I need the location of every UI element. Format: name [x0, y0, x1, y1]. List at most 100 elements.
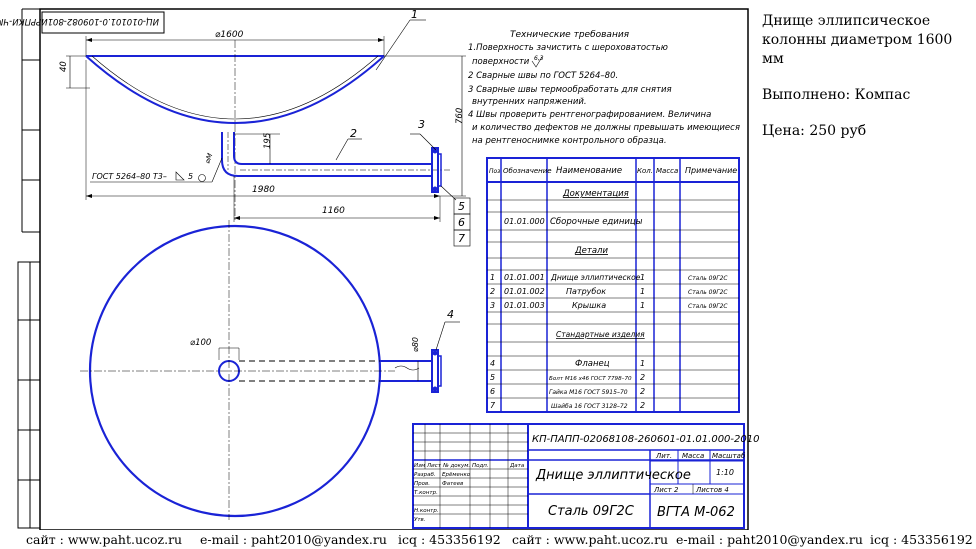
std-row-4: 4 Фланец 1	[490, 359, 645, 369]
spec-header-name: Наименование	[556, 166, 622, 176]
tech-line-6: 4 Швы проверить рентгенографированием. В…	[468, 110, 711, 120]
leaders-front: 1 2 3 5 6 7	[335, 8, 471, 247]
part-note: Сталь 09Г2С	[688, 303, 728, 310]
part-code: 01.01.001	[504, 273, 545, 282]
sheets-label: Листов 4	[695, 486, 729, 494]
tech-line-2: поверхности	[472, 57, 530, 67]
name-check: Фатеев	[442, 481, 463, 487]
leader-2: 2	[350, 127, 357, 140]
leader-3: 3	[418, 118, 425, 131]
leader-5: 5	[458, 200, 465, 213]
material: Сталь 09Г2С	[548, 504, 635, 519]
part-qty: 1	[640, 273, 645, 282]
std-pos: 5	[490, 373, 495, 382]
tech-line-3: 2 Сварные швы по ГОСТ 5264–80.	[468, 71, 618, 81]
weld-symbol: ⌀М	[203, 152, 214, 164]
dim-1980: 1980	[252, 185, 275, 195]
nozzle-front-view	[221, 132, 450, 193]
tech-title: Технические требования	[510, 30, 630, 40]
std-name: Гайка М16 ГОСТ 5915–70	[549, 389, 628, 396]
section-std: Стандартные изделия	[556, 330, 645, 339]
part-pos: 3	[490, 301, 495, 310]
col-list: Лист	[426, 463, 442, 469]
tech-line-8: на рентгеноснимке контрольного образца.	[472, 136, 667, 146]
std-row-5: 5 Болт М16 х46 ГОСТ 7798–70 2	[490, 373, 645, 382]
dim-d80: ⌀80	[411, 337, 420, 352]
std-qty: 1	[640, 359, 645, 368]
footer-email-1[interactable]: e-mail : paht2010@yandex.ru	[200, 532, 387, 547]
part-note: Сталь 09Г2С	[688, 289, 728, 296]
part-row-3: 3 01.01.003 Крышка 1 Сталь 09Г2С	[490, 301, 728, 310]
name-dev: Ерёменко	[442, 472, 471, 478]
footer-site-2[interactable]: сайт : www.paht.ucoz.ru	[512, 532, 669, 547]
std-qty: 2	[640, 387, 645, 396]
col-doc: № докум.	[442, 463, 470, 469]
section-docs: Документация	[562, 189, 629, 199]
dim-d100: ⌀100	[190, 338, 211, 348]
flange-top	[431, 349, 439, 393]
scale-value: 1:10	[716, 468, 734, 477]
leader-7: 7	[458, 232, 465, 245]
col-date: Дата	[509, 463, 525, 469]
side-panel: Днище эллипсическое колонны диаметром 16…	[762, 12, 972, 158]
dim-195: 195	[263, 133, 273, 149]
dim-40: 40	[59, 61, 69, 72]
col-sign: Подп.	[472, 463, 489, 469]
part-qty: 1	[640, 301, 645, 310]
part-code: 01.01.002	[504, 287, 545, 296]
spec-header-note: Примечание	[685, 166, 737, 175]
lit-label: Лит.	[655, 452, 672, 460]
dim-1600: ⌀1600	[215, 30, 244, 40]
part-name: Крышка	[572, 301, 606, 310]
std-name: Фланец	[575, 359, 610, 369]
std-pos: 6	[490, 387, 495, 396]
roughness-value: 6,3	[534, 55, 544, 62]
weld-note: ГОСТ 5264–80 Т3–	[92, 172, 167, 181]
leader-6: 6	[458, 216, 465, 229]
rotated-code: ИЦ-010101.0-109082-801ИРРПКИ-ЧМ	[0, 16, 159, 26]
part-name: Днище эллиптическое	[550, 273, 641, 282]
part-name: Патрубок	[566, 287, 606, 296]
rotated-code-box	[41, 11, 165, 34]
part-row-2: 2 01.01.002 Патрубок 1 Сталь 09Г2С	[490, 287, 728, 296]
specification-table: Поз Обозначение Наименование Кол. Масса …	[486, 157, 740, 413]
role-approve: Утв.	[414, 517, 426, 523]
part-row-1: 1 01.01.001 Днище эллиптическое 1 Сталь …	[490, 273, 728, 282]
title-block: КП-ПАПП-02068108-260601-01.01.000-2010 Д…	[412, 423, 759, 529]
col-izm: Изм	[414, 463, 425, 469]
part-note: Сталь 09Г2С	[688, 275, 728, 282]
role-check: Пров.	[414, 481, 430, 487]
spec-header-code: Обозначение	[503, 167, 552, 175]
leader-4: 4	[447, 308, 454, 321]
price: Цена: 250 руб	[762, 123, 867, 139]
std-name: Болт М16 х46 ГОСТ 7798–70	[549, 376, 632, 382]
std-pos: 4	[490, 359, 495, 368]
sheet-label: Лист 2	[653, 486, 679, 494]
tech-line-1: 1.Поверхность зачистить с шероховатостью	[468, 43, 668, 53]
head-top-view: ⌀100 ⌀80 4	[80, 220, 460, 520]
role-dev: Разраб.	[414, 472, 436, 478]
footer-email-2[interactable]: e-mail : paht2010@yandex.ru	[676, 532, 863, 547]
footer: сайт : www.paht.ucoz.ru e-mail : paht201…	[0, 530, 976, 549]
std-qty: 2	[640, 401, 645, 410]
std-name: Шайба 16 ГОСТ 3128–72	[551, 403, 628, 410]
org: ВГТА М-062	[657, 505, 735, 520]
part-code: 01.01.003	[504, 301, 545, 310]
role-tcontr: Т.контр.	[414, 490, 438, 496]
std-row-6: 6 Гайка М16 ГОСТ 5915–70 2	[490, 387, 645, 396]
footer-site-1[interactable]: сайт : www.paht.ucoz.ru	[26, 532, 183, 547]
spec-header-mass: Масса	[656, 167, 678, 175]
dimensions-front: ⌀1600 40 760 195 1980 1160	[59, 30, 466, 222]
weld-leg: 5	[188, 172, 193, 181]
scale-label: Масштаб	[712, 452, 746, 460]
assy-row-code: 01.01.000	[504, 217, 545, 226]
std-pos: 7	[490, 401, 496, 410]
spec-header-pos: Поз	[489, 168, 500, 175]
footer-icq-2: icq : 453356192	[870, 532, 973, 547]
leader-1: 1	[411, 8, 418, 21]
part-qty: 1	[640, 287, 645, 296]
left-margin-stamps	[17, 59, 41, 529]
assy-row-name: Сборочные единицы	[550, 217, 643, 227]
dim-760: 760	[455, 108, 465, 124]
mass-label: Масса	[682, 452, 704, 460]
